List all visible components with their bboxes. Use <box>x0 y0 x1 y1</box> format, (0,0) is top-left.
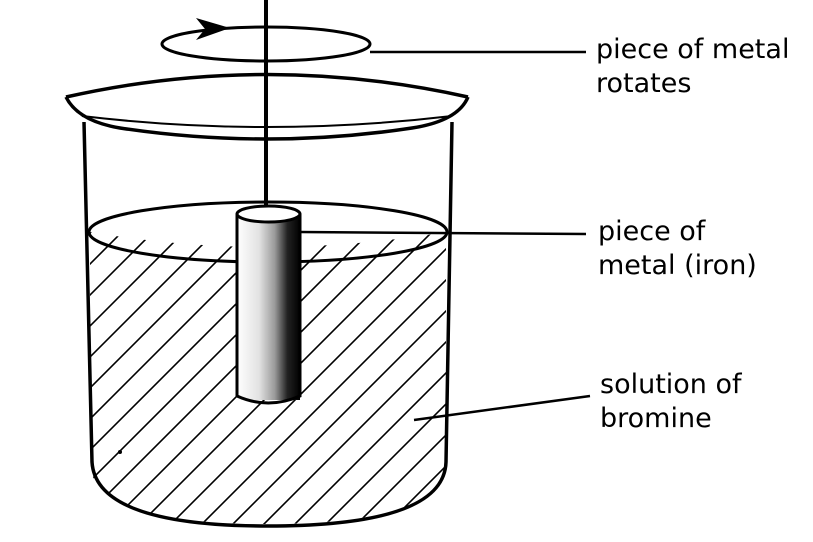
label-metal-iron-line-1: piece of <box>598 216 706 247</box>
label-metal-iron-line-2: metal (iron) <box>598 250 757 281</box>
solution-speck <box>118 450 122 454</box>
label-metal-rotates: piece of metal rotates <box>596 33 789 101</box>
leader-line-metal <box>299 230 587 236</box>
label-solution-bromine-line-1: solution of <box>600 369 742 400</box>
label-metal-iron: piece of metal (iron) <box>598 215 757 283</box>
rotation-arrow-head <box>196 18 230 40</box>
iron-rod <box>235 204 302 405</box>
label-solution-bromine: solution of bromine <box>600 368 742 436</box>
label-metal-rotates-line-1: piece of metal <box>596 34 790 65</box>
label-solution-bromine-line-2: bromine <box>600 403 712 434</box>
beaker-wall <box>82 121 454 528</box>
label-metal-rotates-line-2: rotates <box>596 68 692 99</box>
leader-line-solution <box>413 394 591 422</box>
